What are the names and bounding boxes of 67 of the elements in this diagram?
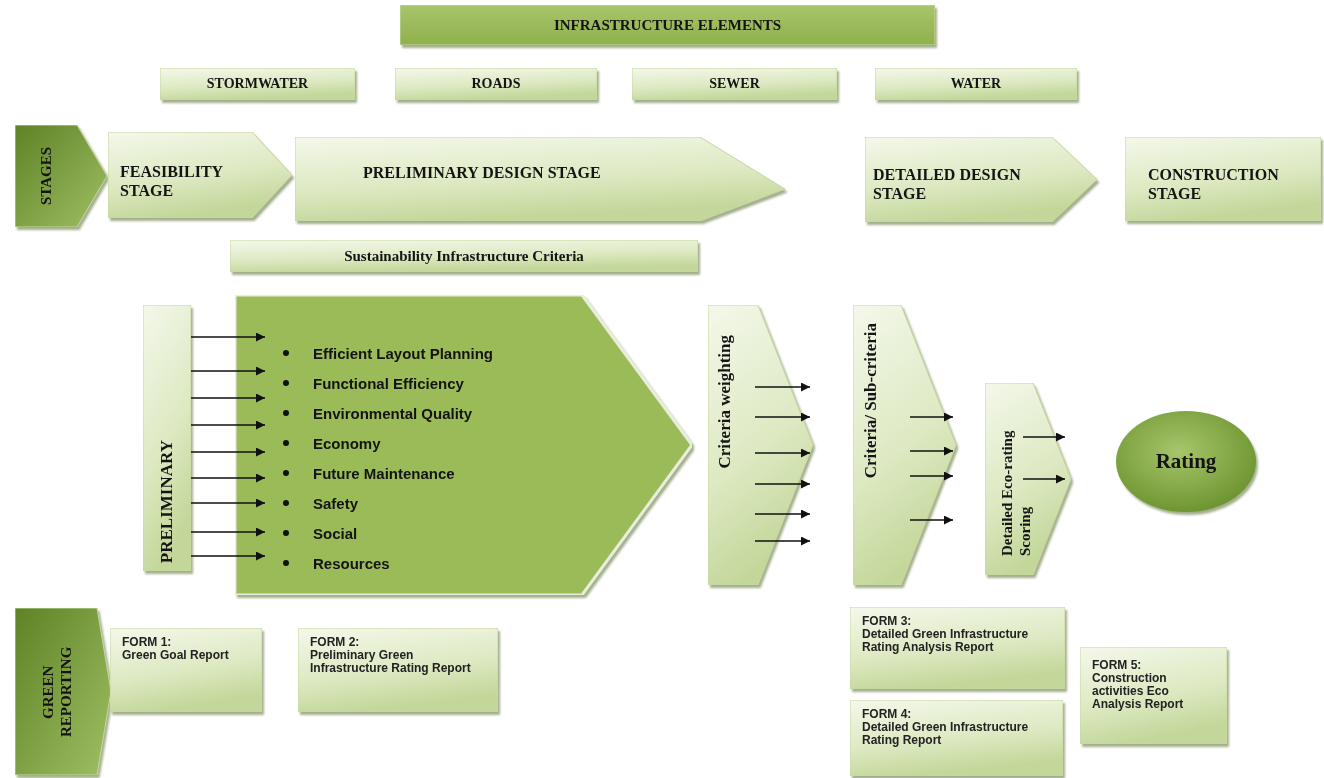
form-box	[850, 607, 1065, 689]
criterion-label: Safety	[313, 494, 359, 512]
node-label: STAGES	[37, 146, 55, 206]
form-description: Construction activities Eco Analysis Report	[1092, 672, 1185, 711]
heading-banner	[400, 5, 935, 45]
element-box	[395, 68, 597, 100]
node-label: Criteria weighting	[715, 335, 736, 469]
node-label: SEWER	[709, 75, 760, 93]
arrow	[190, 447, 266, 457]
criterion-label: Environmental Quality	[313, 404, 473, 422]
arrow	[190, 527, 266, 537]
section-tab	[15, 125, 107, 227]
element-box	[160, 68, 355, 100]
form-box	[850, 700, 1063, 776]
arrow	[190, 332, 266, 342]
stage-box	[1125, 137, 1321, 221]
form-title: FORM 3:	[862, 615, 913, 628]
arrow	[190, 498, 266, 508]
criterion-label: Economy	[313, 434, 381, 452]
form-title: FORM 2:	[310, 636, 361, 649]
form-description: Detailed Green Infrastructure Rating Report	[862, 721, 1030, 747]
node-label: PRELIMINARY	[156, 439, 177, 563]
criterion-label: Efficient Layout Planning	[313, 344, 493, 362]
form-description: Preliminary Green Infrastructure Rating Report	[310, 649, 472, 675]
form-box	[1080, 647, 1227, 744]
form-description: Detailed Green Infrastructure Rating Analysis Report	[862, 628, 1030, 654]
node-label: Rating	[1155, 448, 1217, 475]
node-label: ROADS	[471, 75, 521, 93]
criterion-label: Future Maintenance	[313, 464, 455, 482]
element-box	[875, 68, 1077, 100]
node-label: WATER	[950, 75, 1002, 93]
criterion-label: Functional Efficiency	[313, 374, 464, 392]
form-box	[298, 628, 498, 712]
element-box	[632, 68, 837, 100]
node-label: Criteria/ Sub-criteria	[861, 323, 882, 479]
arrow	[190, 366, 266, 376]
stage-panel	[865, 137, 1097, 222]
node-label: INFRASTRUCTURE ELEMENTS	[553, 16, 782, 34]
criterion-label: Social	[313, 524, 358, 542]
rating-ellipse	[1115, 410, 1257, 513]
form-title: FORM 5:	[1092, 659, 1143, 672]
section-tab	[15, 608, 111, 775]
node-label: DETAILED DESIGN STAGE	[873, 165, 1022, 204]
form-title: FORM 1:	[122, 636, 173, 649]
node-label: Sustainability Infrastructure Criteria	[344, 247, 584, 265]
node-label: GREEN REPORTING	[39, 645, 75, 739]
arrow	[190, 551, 266, 561]
arrow	[190, 473, 266, 483]
criteria-banner	[230, 240, 698, 272]
process-panel	[985, 383, 1071, 575]
arrow	[190, 420, 266, 430]
node-label: STORMWATER	[206, 75, 309, 93]
stage-panel	[295, 137, 785, 221]
process-panel	[853, 305, 956, 585]
node-label: FEASIBILITY STAGE	[120, 162, 224, 201]
phase-bar	[143, 305, 191, 571]
node-label: CONSTRUCTION STAGE	[1148, 165, 1280, 204]
form-title: FORM 4:	[862, 708, 913, 721]
criteria-panel	[235, 295, 692, 595]
form-box	[110, 628, 262, 712]
form-description: Green Goal Report	[122, 649, 230, 662]
process-panel	[708, 305, 813, 585]
node-label: PRELIMINARY DESIGN STAGE	[363, 163, 601, 183]
criterion-label: Resources	[313, 554, 390, 572]
arrow	[190, 393, 266, 403]
stage-panel	[108, 132, 292, 218]
node-label: Detailed Eco-rating Scoring	[998, 429, 1034, 556]
